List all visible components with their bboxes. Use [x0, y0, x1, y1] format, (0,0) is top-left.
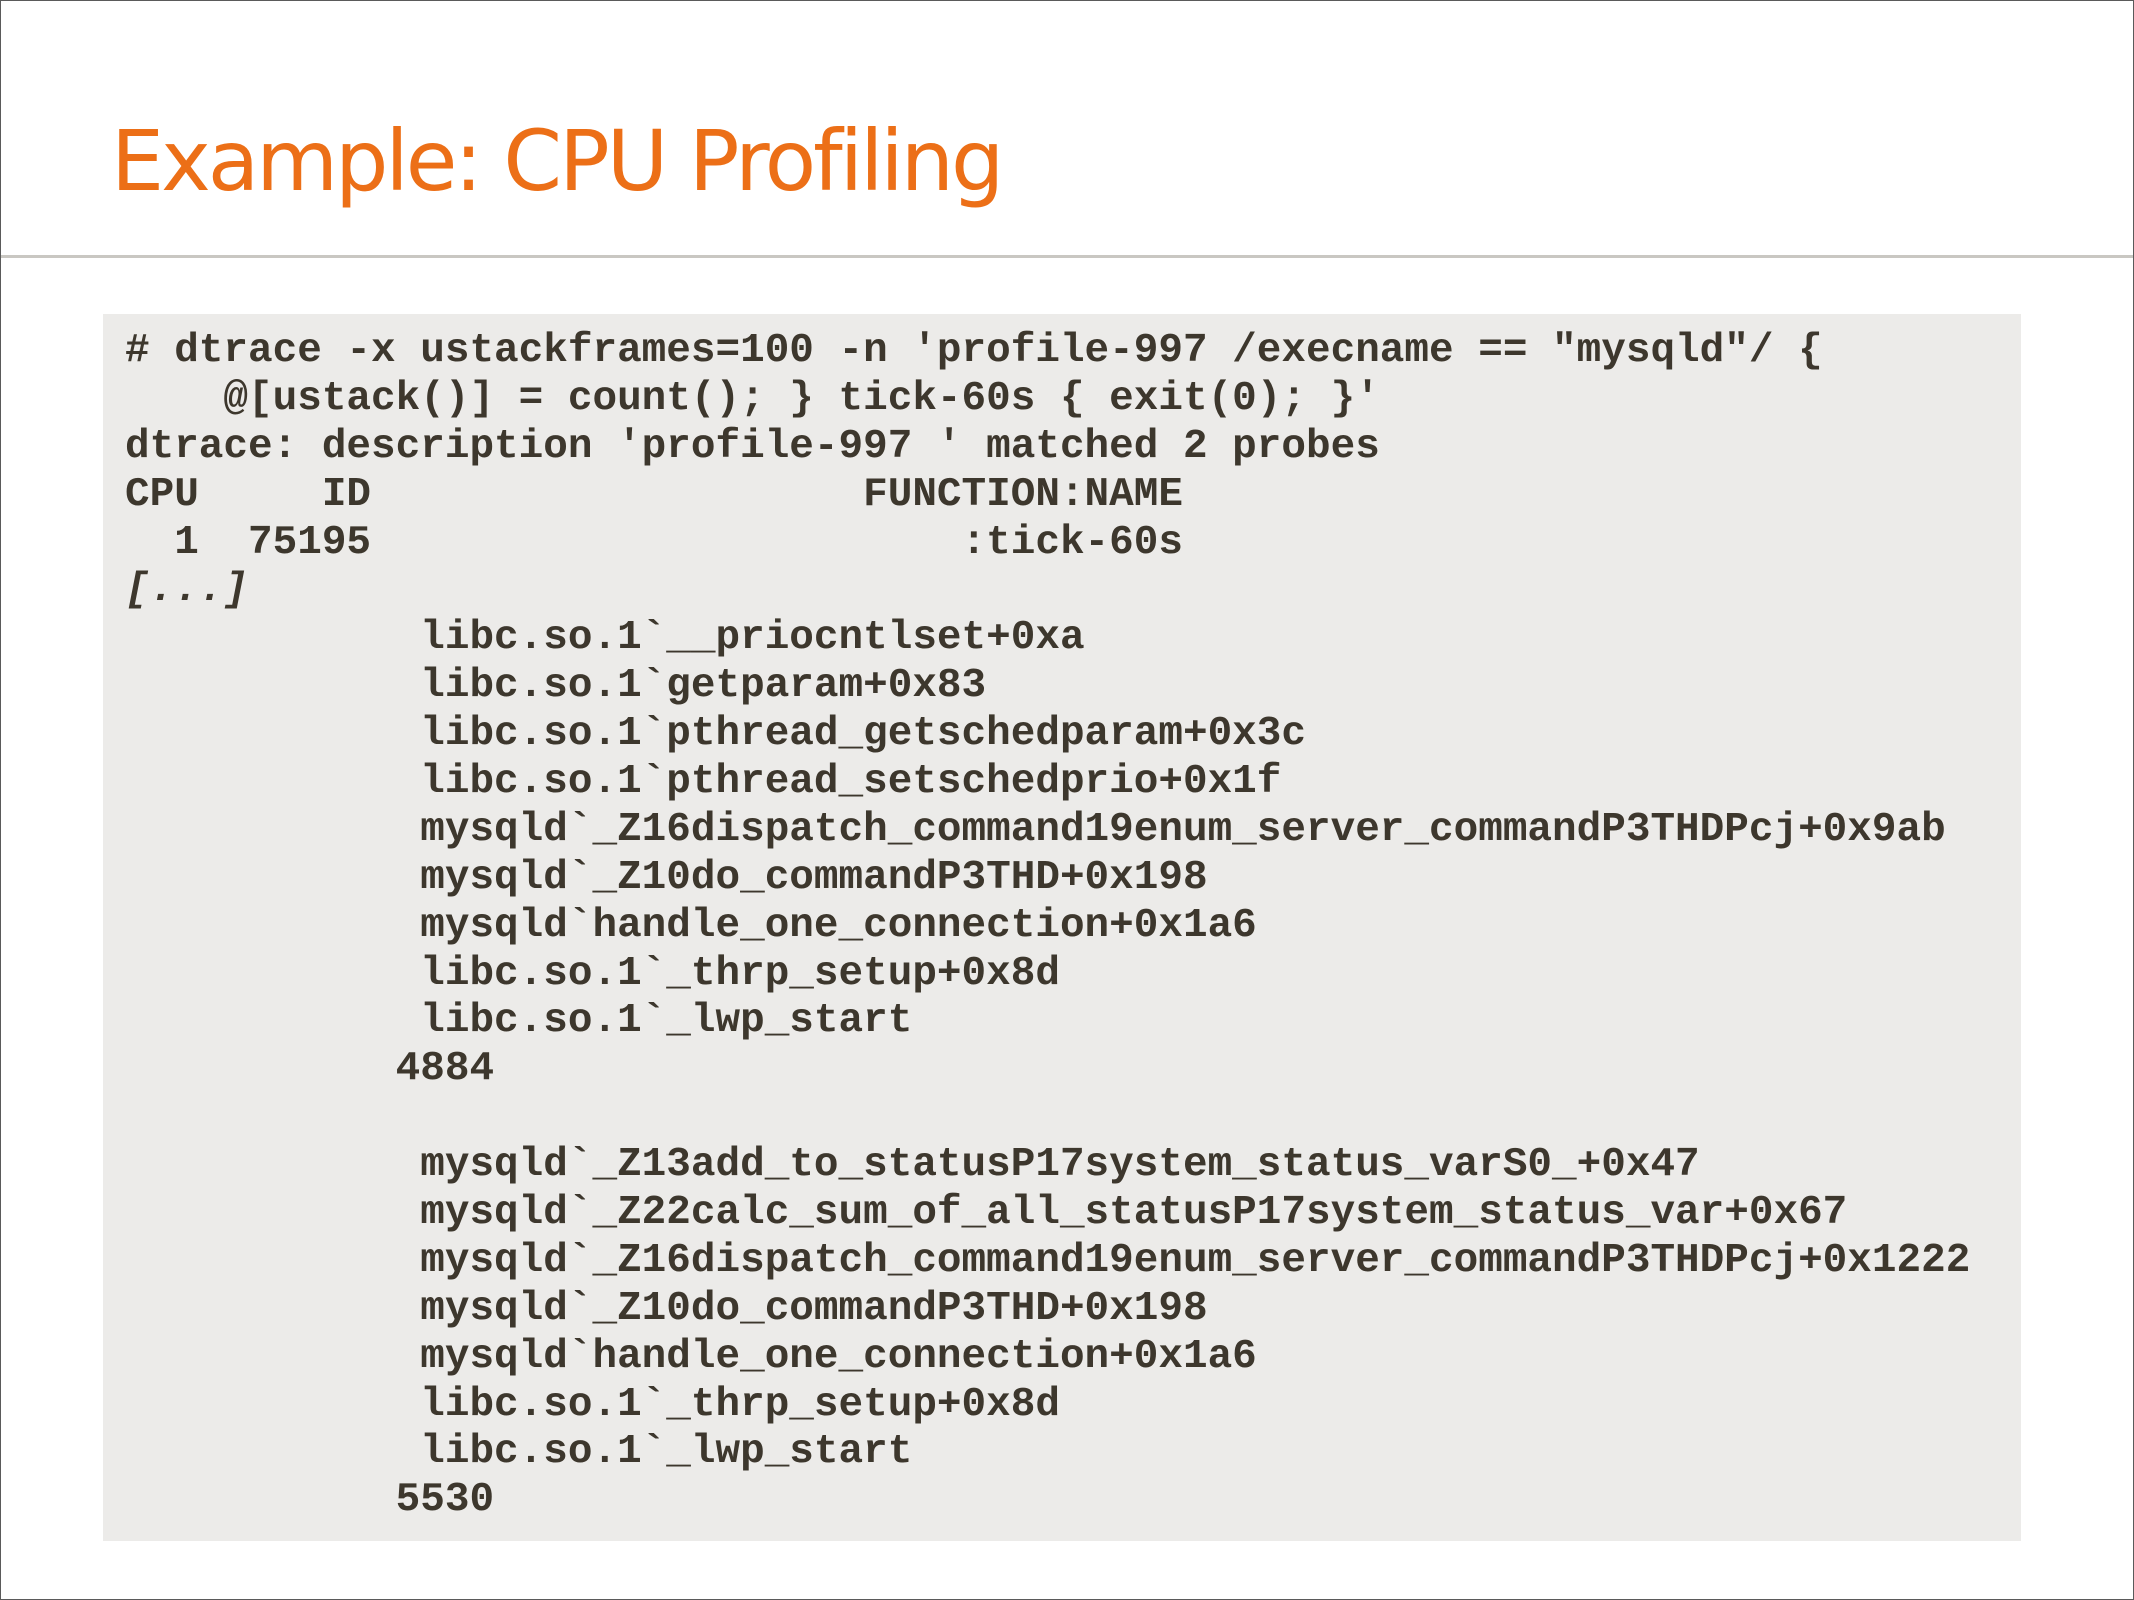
output-line: libc.so.1`_thrp_setup+0x8d	[125, 1381, 1060, 1428]
output-line: mysqld`_Z16dispatch_command19enum_server…	[125, 806, 1946, 853]
blank-line	[125, 1094, 1970, 1142]
output-line: dtrace: description 'profile-997 ' match…	[125, 423, 1380, 470]
output-line: mysqld`_Z16dispatch_command19enum_server…	[125, 1237, 1971, 1284]
output-line: libc.so.1`_lwp_start	[125, 998, 913, 1045]
output-line: mysqld`_Z13add_to_statusP17system_status…	[125, 1142, 1700, 1189]
terminal-output-box: # dtrace -x ustackframes=100 -n 'profile…	[103, 314, 2021, 1541]
output-line: [...]	[125, 567, 249, 614]
output-line: libc.so.1`getparam+0x83	[125, 663, 987, 710]
slide-title: Example: CPU Profiling	[111, 112, 1004, 210]
output-line: libc.so.1`_lwp_start	[125, 1429, 913, 1476]
output-line: 4884	[125, 1046, 495, 1093]
output-line: CPU ID FUNCTION:NAME	[125, 471, 1183, 518]
output-line: 5530	[125, 1477, 495, 1524]
output-line: mysqld`handle_one_connection+0x1a6	[125, 1333, 1257, 1380]
output-line: @[ustack()] = count(); } tick-60s { exit…	[125, 375, 1380, 422]
title-divider	[1, 255, 2133, 258]
output-line: libc.so.1`_thrp_setup+0x8d	[125, 950, 1060, 997]
output-line: # dtrace -x ustackframes=100 -n 'profile…	[125, 328, 1823, 374]
output-line: 1 75195 :tick-60s	[125, 519, 1183, 566]
output-line: mysqld`_Z10do_commandP3THD+0x198	[125, 854, 1208, 901]
output-line: libc.so.1`pthread_getschedparam+0x3c	[125, 711, 1306, 758]
output-line: mysqld`handle_one_connection+0x1a6	[125, 902, 1257, 949]
output-line: mysqld`_Z10do_commandP3THD+0x198	[125, 1285, 1208, 1332]
output-line: libc.so.1`__priocntlset+0xa	[125, 615, 1085, 662]
output-line: libc.so.1`pthread_setschedprio+0x1f	[125, 759, 1282, 806]
output-line: mysqld`_Z22calc_sum_of_all_statusP17syst…	[125, 1190, 1848, 1237]
terminal-output: # dtrace -x ustackframes=100 -n 'profile…	[125, 328, 1970, 1525]
